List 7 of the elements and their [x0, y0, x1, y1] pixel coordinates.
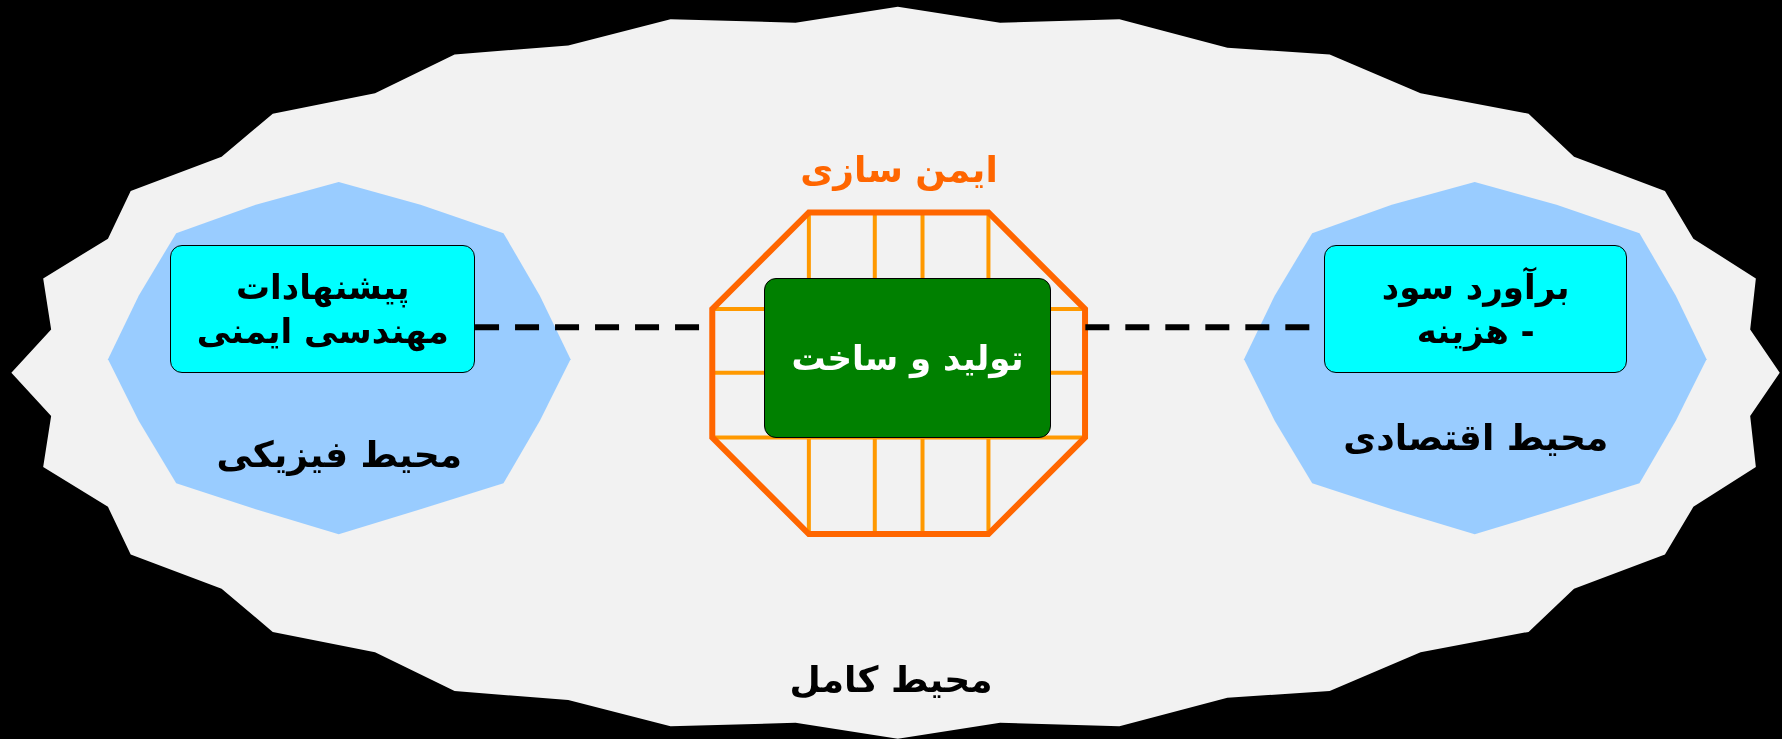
region-label: محیط فیزیکی	[216, 433, 462, 475]
region-label: محیط اقتصادی	[1343, 416, 1609, 458]
process-box: پیشنهادات مهندسی ایمنی	[170, 245, 475, 373]
process-box: برآورد سود - هزینه	[1324, 245, 1628, 373]
heading: ایمن سازی	[800, 149, 998, 191]
region-label: محیط کامل	[789, 658, 993, 700]
process-box: تولید و ساخت	[763, 278, 1052, 438]
